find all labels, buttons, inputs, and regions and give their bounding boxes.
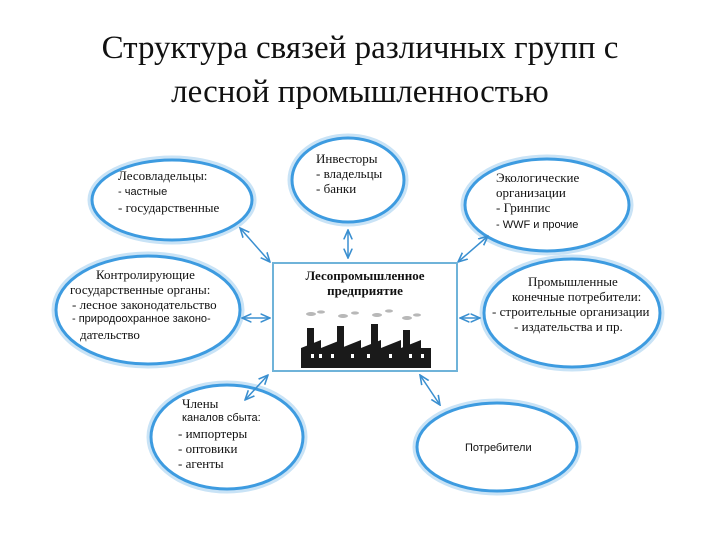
node-channels-line-4: - оптовики xyxy=(178,441,238,456)
node-forest-owners: Лесовладельцы: - частные - государственн… xyxy=(118,168,219,215)
node-investors-line-1: Инвесторы xyxy=(316,151,378,166)
center-title-line-1: Лесопромышленное xyxy=(305,268,425,283)
node-regulators-line-3: - лесное законодательство xyxy=(72,297,217,312)
node-regulators-line-4: - природоохранное законо- xyxy=(72,313,211,325)
node-forest-owners-line-3: - государственные xyxy=(118,200,220,215)
node-forest-owners-line-2: - частные xyxy=(118,186,168,198)
node-industrial-line-2: конечные потребители: xyxy=(512,289,642,304)
node-ellipse-regulators xyxy=(51,251,245,369)
node-regulators-line-5: дательство xyxy=(80,327,140,342)
node-ellipse-consumers xyxy=(412,398,582,496)
node-regulators-line-2: государственные органы: xyxy=(70,282,211,297)
node-ellipse-forest-owners xyxy=(87,155,257,245)
node-ellipse-eco-orgs xyxy=(460,154,634,256)
node-eco-orgs-line-4: - WWF и прочие xyxy=(496,219,579,231)
node-consumers: Потребители xyxy=(465,441,532,456)
arrow-consumers xyxy=(420,375,440,405)
factory-icon xyxy=(301,309,431,368)
node-investors: Инвесторы - владельцы - банки xyxy=(316,151,382,196)
center-node-enterprise: Лесопромышленное предприятие xyxy=(272,262,458,372)
node-eco-orgs-line-2: организации xyxy=(496,185,566,200)
node-industrial-line-3: - строительные организации xyxy=(492,304,650,319)
node-channels-line-3: - импортеры xyxy=(178,426,248,441)
node-forest-owners-line-1: Лесовладельцы: xyxy=(118,168,208,183)
node-industrial-line-4: - издательства и пр. xyxy=(514,319,623,334)
node-channels: Члены каналов сбыта: - импортеры - оптов… xyxy=(178,396,261,471)
node-channels-line-2: каналов сбыта: xyxy=(182,412,261,424)
arrow-channels xyxy=(245,375,268,400)
center-node-title: Лесопромышленное предприятие xyxy=(274,268,456,298)
center-title-line-2: предприятие xyxy=(327,283,403,298)
node-channels-line-5: - агенты xyxy=(178,456,224,471)
node-investors-line-3: - банки xyxy=(316,181,357,196)
title-line-1: Структура связей различных групп с xyxy=(101,30,619,66)
node-industrial: Промышленные конечные потребители: - стр… xyxy=(492,274,650,334)
title-line-2: лесной промышленностью xyxy=(171,74,549,110)
node-regulators: Контролирующие государственные органы: -… xyxy=(70,267,217,342)
node-channels-line-1: Члены xyxy=(182,396,219,411)
node-regulators-line-1: Контролирующие xyxy=(96,267,195,282)
node-ellipse-investors xyxy=(287,133,409,227)
node-consumers-line-1: Потребители xyxy=(465,442,532,454)
node-ellipse-industrial xyxy=(479,254,665,372)
node-eco-orgs: Экологические организации - Гринпис - WW… xyxy=(496,170,579,233)
arrow-forest-owners xyxy=(240,228,270,262)
node-eco-orgs-line-1: Экологические xyxy=(496,170,580,185)
node-investors-line-2: - владельцы xyxy=(316,166,383,181)
node-eco-orgs-line-3: - Гринпис xyxy=(496,200,551,215)
node-industrial-line-1: Промышленные xyxy=(528,274,618,289)
arrow-eco-orgs xyxy=(458,236,488,262)
node-ellipse-channels xyxy=(146,380,308,494)
page-title: Структура связей различных групп с лесно… xyxy=(0,26,720,114)
